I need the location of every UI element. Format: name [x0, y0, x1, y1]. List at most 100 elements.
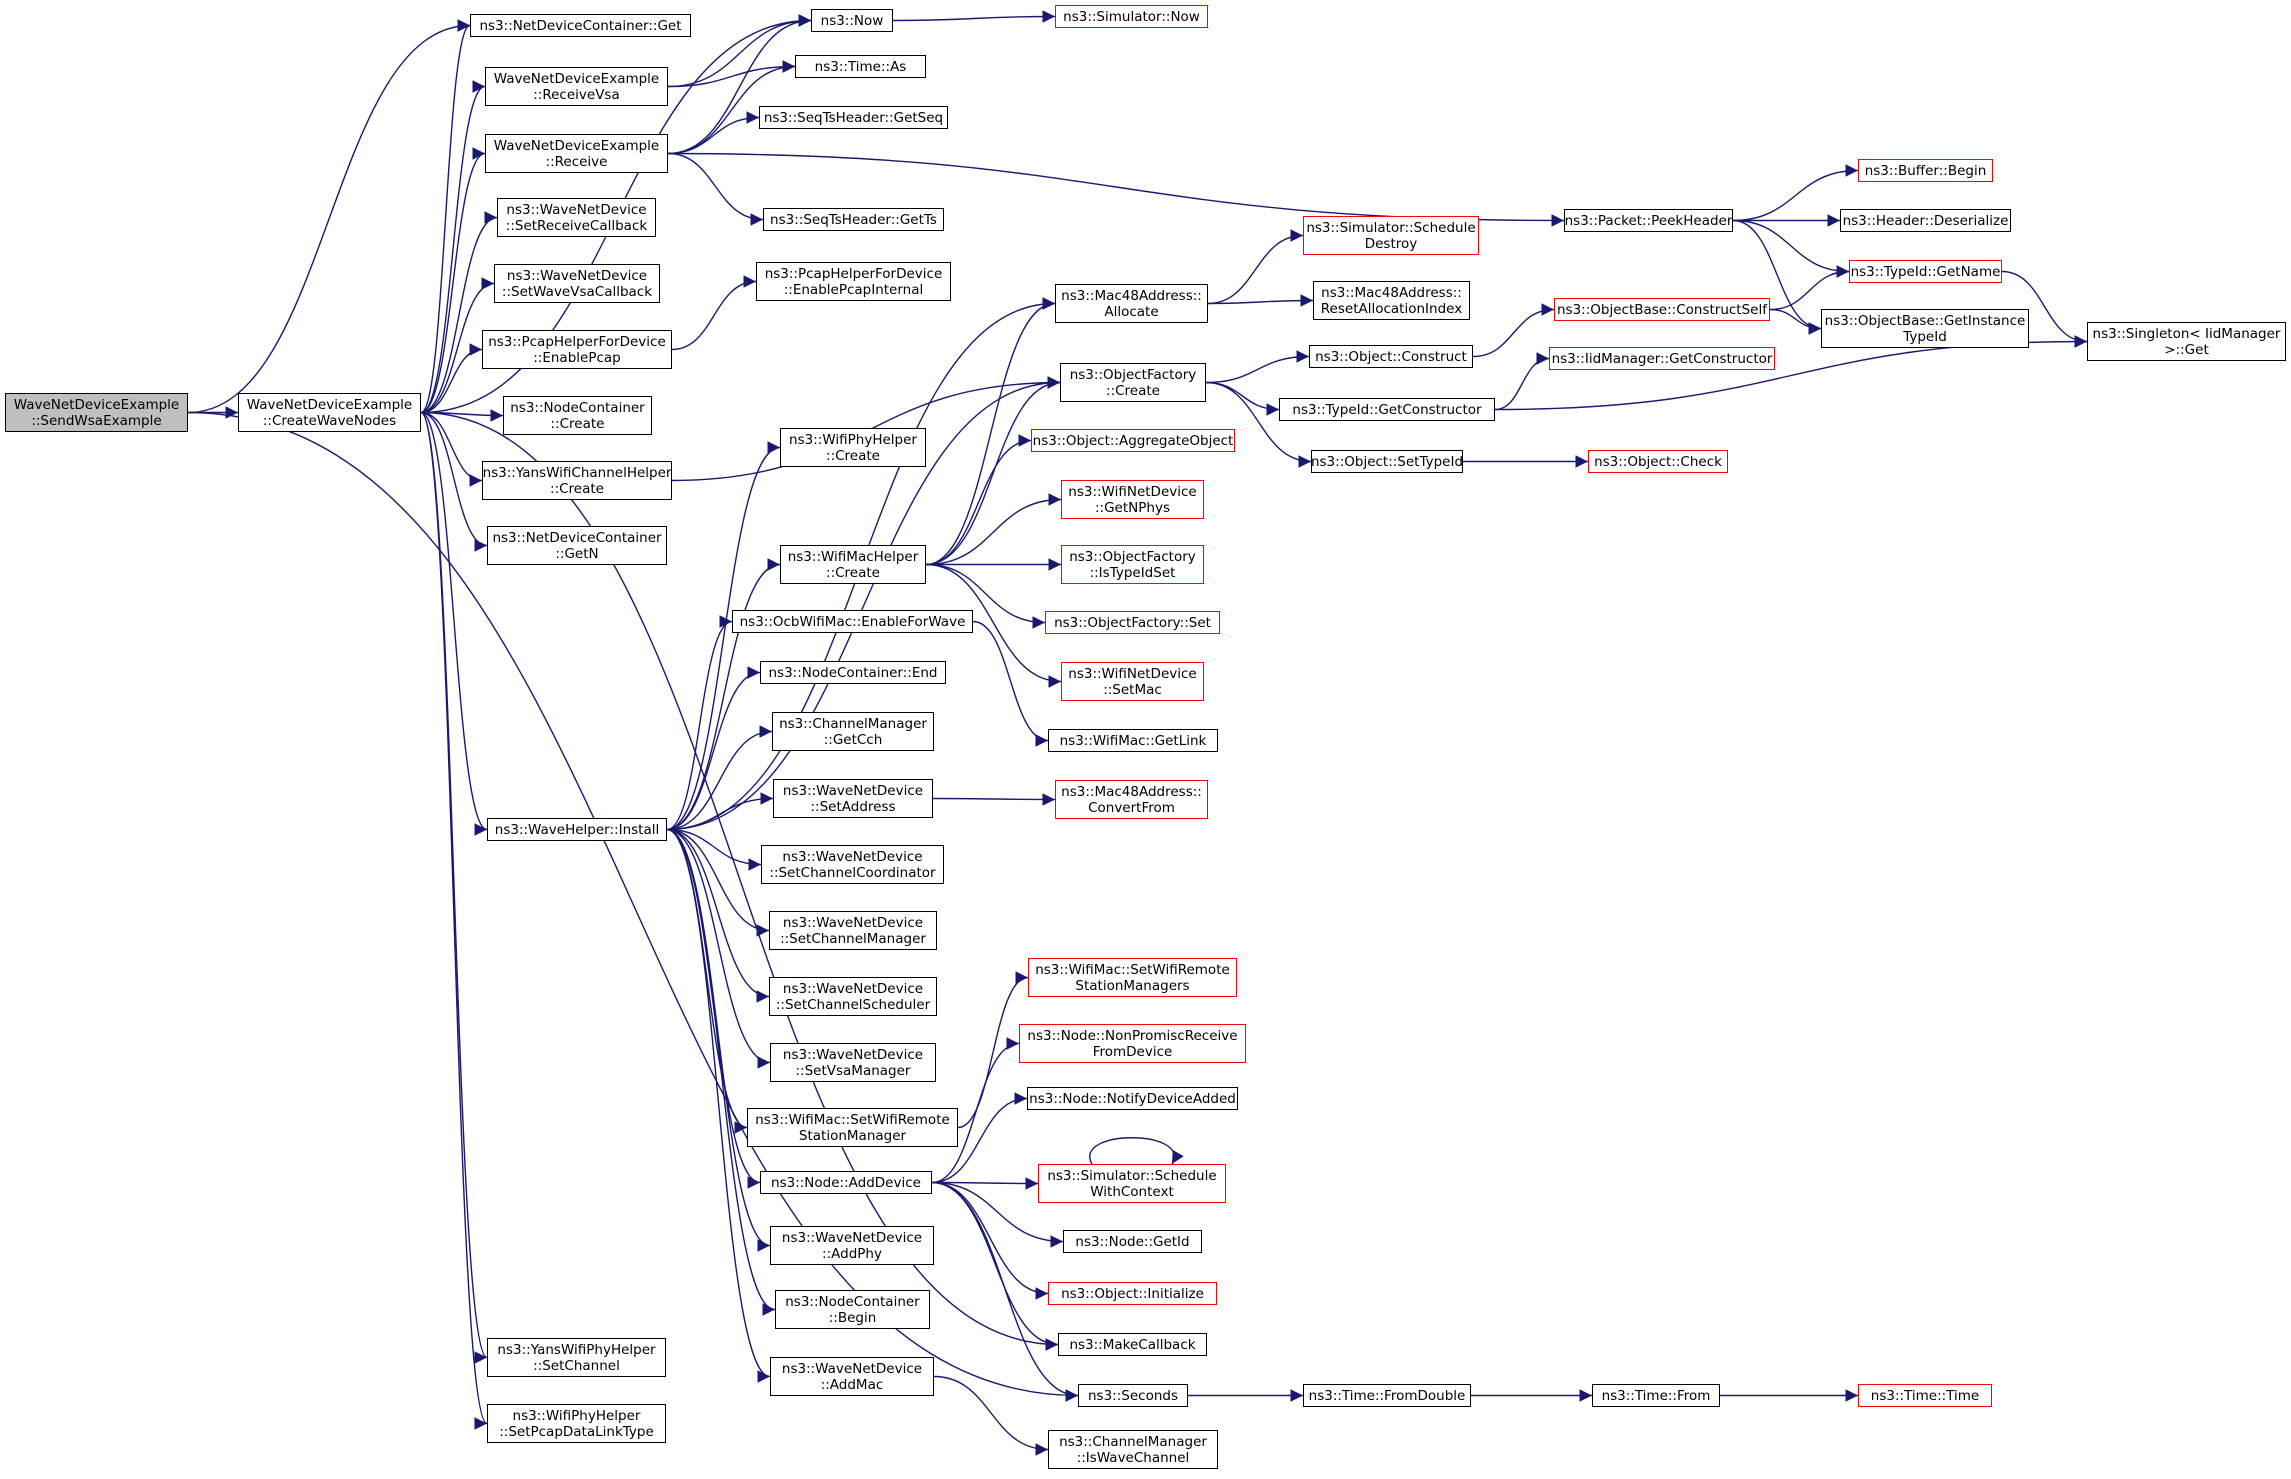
- node-nodecontainer-begin[interactable]: ns3::NodeContainer::Begin: [775, 1290, 930, 1329]
- node-receive[interactable]: WaveNetDeviceExample::Receive: [485, 134, 668, 173]
- node-ocbwifimac-enableforwave[interactable]: ns3::OcbWifiMac::EnableForWave: [732, 610, 973, 633]
- edge-tgn-to-sing: [2001, 270, 2088, 348]
- node-objectfactory-istypeidset[interactable]: ns3::ObjectFactory::IsTypeIdSet: [1061, 545, 1204, 584]
- node-object-construct[interactable]: ns3::Object::Construct: [1309, 345, 1473, 368]
- edge-install-to-wphc: [666, 441, 781, 831]
- edge-cwn-to-ywps: [420, 411, 488, 1364]
- node-time-as[interactable]: ns3::Time::As: [795, 55, 926, 78]
- edge-wmhc-to-ofc: [925, 376, 1061, 566]
- node-setwavevsacallback[interactable]: ns3::WaveNetDevice::SetWaveVsaCallback: [494, 264, 660, 303]
- edge-m48a-to-m48r: [1207, 294, 1314, 307]
- edge-install-to-ncend: [666, 666, 761, 831]
- node-simulator-now[interactable]: ns3::Simulator::Now: [1055, 5, 1208, 28]
- node-wifimac-getlink[interactable]: ns3::WifiMac::GetLink: [1048, 729, 1218, 752]
- node-setreceivecallback[interactable]: ns3::WaveNetDevice::SetReceiveCallback: [497, 198, 656, 237]
- node-wifiphyhelper-create[interactable]: ns3::WifiPhyHelper::Create: [780, 428, 926, 467]
- edge-wmhc-to-wgnp: [925, 493, 1062, 566]
- node-object-aggregateobject[interactable]: ns3::Object::AggregateObject: [1031, 429, 1235, 452]
- node-netdevicecontainer-getn[interactable]: ns3::NetDeviceContainer::GetN: [487, 526, 667, 565]
- edge-install-to-wscm: [666, 828, 770, 937]
- node-time-fromdouble[interactable]: ns3::Time::FromDouble: [1303, 1384, 1471, 1407]
- node-packet-peekheader[interactable]: ns3::Packet::PeekHeader: [1564, 209, 1733, 232]
- edge-wmhc-to-m48a: [925, 297, 1056, 566]
- node-enablepcap[interactable]: ns3::PcapHelperForDevice::EnablePcap: [482, 330, 672, 369]
- node-iidmanager-getconstructor[interactable]: ns3::IidManager::GetConstructor: [1549, 347, 1775, 370]
- edge-install-to-wsvm: [666, 828, 771, 1069]
- node-wifinetdevice-setmac[interactable]: ns3::WifiNetDevice::SetMac: [1061, 662, 1204, 701]
- node-channelmanager-getcch[interactable]: ns3::ChannelManager::GetCch: [772, 712, 934, 751]
- edge-objc-to-obcs: [1472, 303, 1555, 358]
- node-wifinetdevice-getnphys[interactable]: ns3::WifiNetDevice::GetNPhys: [1061, 480, 1204, 519]
- edge-wsa-to-m48cf: [932, 793, 1056, 806]
- node-nodecontainer-create[interactable]: ns3::NodeContainer::Create: [503, 396, 652, 435]
- node-setpcapdatalinktype[interactable]: ns3::WifiPhyHelper::SetPcapDataLinkType: [487, 1404, 666, 1443]
- node-objectfactory-create[interactable]: ns3::ObjectFactory::Create: [1060, 363, 1206, 402]
- edge-pcapep-to-pcapepi: [671, 275, 757, 351]
- node-buffer-begin[interactable]: ns3::Buffer::Begin: [1858, 159, 1993, 182]
- node-notifydeviceadded[interactable]: ns3::Node::NotifyDeviceAdded: [1027, 1087, 1238, 1110]
- node-makecallback[interactable]: ns3::MakeCallback: [1058, 1333, 1207, 1356]
- node-object-check[interactable]: ns3::Object::Check: [1588, 450, 1728, 473]
- node-singleton-iidmanager-get[interactable]: ns3::Singleton< IidManager >::Get: [2087, 322, 2286, 361]
- node-nodecontainer-end[interactable]: ns3::NodeContainer::End: [760, 661, 946, 684]
- node-objectfactory-set[interactable]: ns3::ObjectFactory::Set: [1045, 611, 1220, 634]
- node-wifimachelper-create[interactable]: ns3::WifiMacHelper::Create: [780, 545, 926, 584]
- node-enablepcapinternal[interactable]: ns3::PcapHelperForDevice::EnablePcapInte…: [756, 262, 951, 301]
- edge-install-to-wscs: [666, 828, 770, 1003]
- node-header-deserialize[interactable]: ns3::Header::Deserialize: [1840, 209, 2011, 232]
- node-setchannelscheduler[interactable]: ns3::WaveNetDevice::SetChannelScheduler: [769, 977, 937, 1016]
- node-receivevsa[interactable]: WaveNetDeviceExample::ReceiveVsa: [485, 67, 668, 106]
- edge-nad-to-oinit: [931, 1181, 1049, 1300]
- node-yanswifichannelhelper-create[interactable]: ns3::YansWifiChannelHelper::Create: [482, 461, 672, 500]
- node-typeid-getconstructor[interactable]: ns3::TypeId::GetConstructor: [1279, 398, 1495, 421]
- edge-nad-to-sec: [931, 1181, 1079, 1402]
- edge-install-to-ncb: [666, 828, 776, 1316]
- edge-obcs-to-tgn: [1769, 265, 1850, 311]
- edge-install-to-cmgc: [666, 725, 773, 831]
- edge-cwn-to-ndc_get: [420, 19, 471, 414]
- node-setvsamanager[interactable]: ns3::WaveNetDevice::SetVsaManager: [770, 1043, 936, 1082]
- node-setchannelmanager[interactable]: ns3::WaveNetDevice::SetChannelManager: [769, 911, 937, 950]
- node-now[interactable]: ns3::Now: [811, 9, 893, 32]
- node-mac48address-resetallocationindex[interactable]: ns3::Mac48Address::ResetAllocationIndex: [1313, 281, 1470, 320]
- edge-nad-to-sswc: [931, 1177, 1039, 1190]
- node-time-from[interactable]: ns3::Time::From: [1592, 1384, 1720, 1407]
- edge-root-to-ndc_get: [187, 19, 471, 414]
- node-netdevicecontainer-get[interactable]: ns3::NetDeviceContainer::Get: [470, 14, 691, 37]
- node-channelmanager-iswavechannel[interactable]: ns3::ChannelManager::IsWaveChannel: [1048, 1430, 1218, 1469]
- node-seqtsheader-getseq[interactable]: ns3::SeqTsHeader::GetSeq: [759, 106, 948, 129]
- node-typeid-getname[interactable]: ns3::TypeId::GetName: [1849, 260, 2002, 283]
- edge-recv-to-getts: [667, 152, 764, 226]
- node-setchannelcoordinator[interactable]: ns3::WaveNetDevice::SetChannelCoordinato…: [761, 845, 944, 884]
- node-time-time[interactable]: ns3::Time::Time: [1858, 1384, 1992, 1407]
- edge-wam-to-cmiw: [933, 1375, 1049, 1456]
- edge-pph-to-obgi: [1732, 219, 1822, 335]
- node-object-settypeid[interactable]: ns3::Object::SetTypeId: [1311, 450, 1463, 473]
- node-node-adddevice[interactable]: ns3::Node::AddDevice: [760, 1171, 932, 1194]
- node-object-initialize[interactable]: ns3::Object::Initialize: [1048, 1282, 1217, 1305]
- edge-pph-to-bb: [1732, 164, 1859, 222]
- node-createwavenodes[interactable]: WaveNetDeviceExample::CreateWaveNodes: [238, 393, 421, 432]
- node-node-getid[interactable]: ns3::Node::GetId: [1063, 1230, 1202, 1253]
- node-seconds[interactable]: ns3::Seconds: [1078, 1384, 1188, 1407]
- node-wavehelper-install[interactable]: ns3::WaveHelper::Install: [487, 818, 667, 841]
- node-wavenetdevice-addmac[interactable]: ns3::WaveNetDevice::AddMac: [770, 1357, 934, 1396]
- node-yanswifiphyhelper-setchannel[interactable]: ns3::YansWifiPhyHelper::SetChannel: [487, 1338, 666, 1377]
- edge-recv-to-getseq: [667, 111, 760, 155]
- node-wavenetdevice-addphy[interactable]: ns3::WaveNetDevice::AddPhy: [770, 1226, 934, 1265]
- edge-install-to-wscc: [666, 828, 762, 871]
- node-mac48address-allocate[interactable]: ns3::Mac48Address::Allocate: [1055, 284, 1208, 323]
- node-wavenetdevice-setaddress[interactable]: ns3::WaveNetDevice::SetAddress: [773, 779, 933, 818]
- node-seqtsheader-getts[interactable]: ns3::SeqTsHeader::GetTs: [763, 208, 944, 231]
- edge-wmswr-to-wmswrs: [957, 971, 1029, 1129]
- node-mac48address-convertfrom[interactable]: ns3::Mac48Address::ConvertFrom: [1055, 780, 1208, 819]
- node-objectbase-constructself[interactable]: ns3::ObjectBase::ConstructSelf: [1554, 298, 1770, 321]
